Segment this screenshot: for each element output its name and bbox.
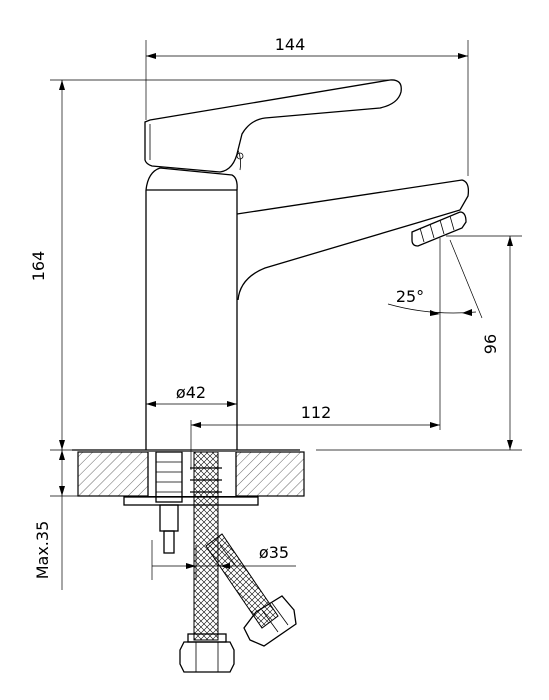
countertop — [72, 449, 305, 506]
lever-handle — [144, 79, 402, 173]
dimension-diameter-42: ø42 — [176, 383, 206, 402]
cartridge-cap — [145, 167, 238, 191]
dimension-144: 144 — [275, 35, 306, 54]
dimension-diameter-35: ø35 — [259, 543, 289, 562]
threaded-stud — [155, 451, 183, 503]
dimension-112: 112 — [301, 403, 332, 422]
faucet-body — [144, 79, 470, 450]
aerator — [411, 211, 467, 247]
dimension-annotations: 144 164 Max.35 ø42 112 96 — [29, 35, 522, 590]
dimension-164: 164 — [29, 251, 48, 282]
hose-nut-vertical — [179, 641, 235, 673]
spout — [236, 179, 470, 301]
dimension-angle-25: 25° — [396, 287, 424, 306]
mounting-plate — [123, 496, 259, 506]
dimension-96: 96 — [481, 334, 500, 354]
main-body — [145, 189, 238, 450]
underside-assembly — [155, 451, 297, 673]
dimension-max35: Max.35 — [33, 521, 52, 580]
hose-nut-angled — [243, 595, 297, 647]
braided-hose-angled — [205, 533, 279, 629]
